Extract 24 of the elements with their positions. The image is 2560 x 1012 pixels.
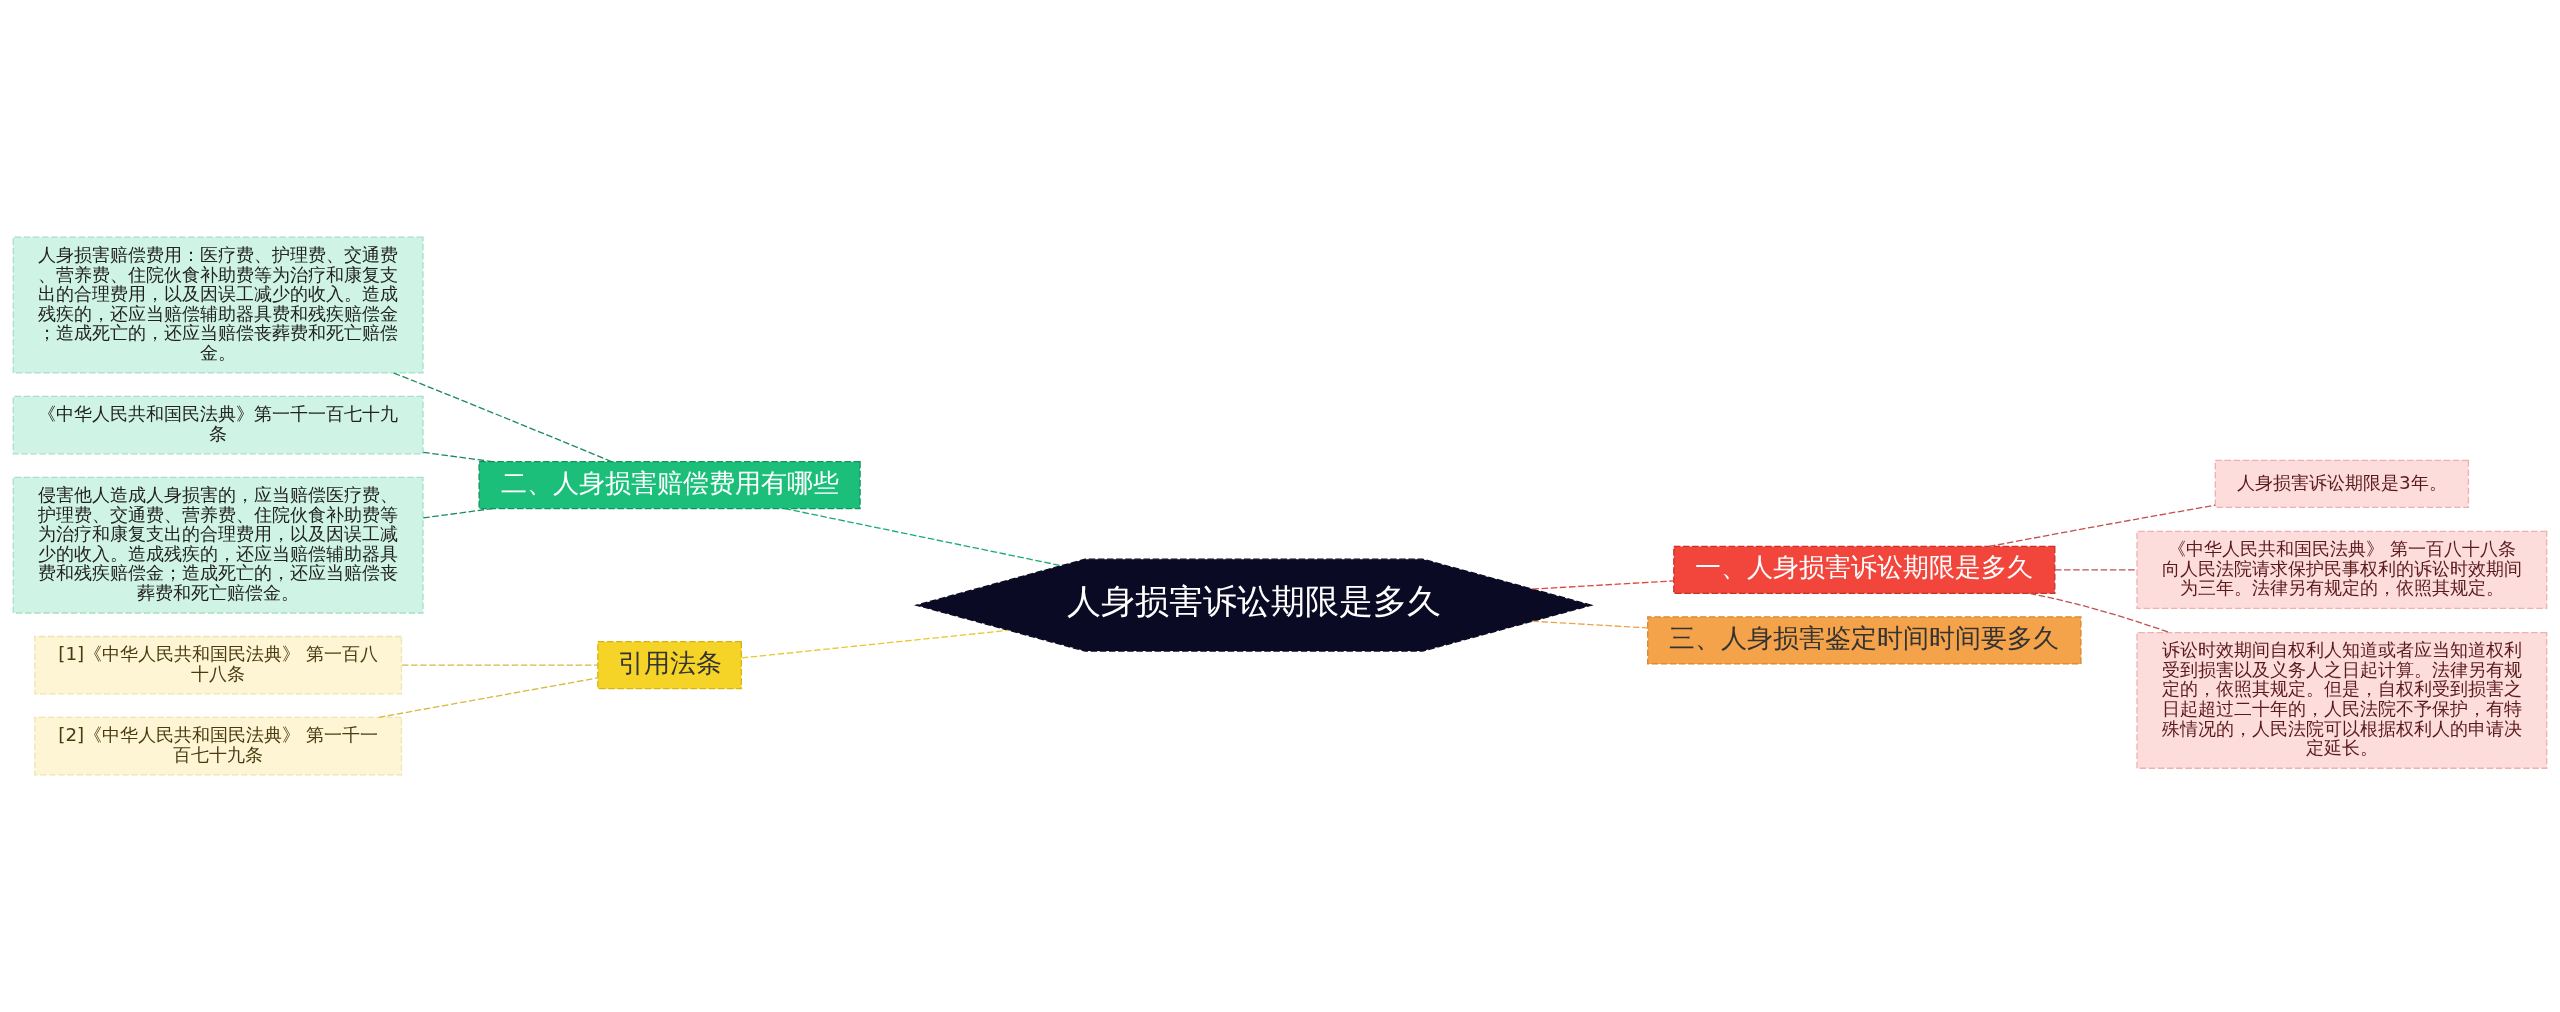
connector	[401, 664, 598, 666]
connector	[784, 507, 1062, 567]
connector	[1988, 504, 2216, 548]
connector	[741, 629, 1010, 659]
connector	[393, 372, 613, 463]
node-box: [1]《中华人民共和国民法典》 第一百八十八条	[34, 635, 403, 695]
node-box: [2]《中华人民共和国民法典》 第一千一百七十九条	[34, 716, 403, 776]
node-box: 人身损害诉讼期限是3年。	[2214, 459, 2470, 508]
connector	[2054, 569, 2138, 571]
connector	[2029, 592, 2171, 634]
node-box: 人身损害赔偿费用：医疗费、护理费、交通费、营养费、住院伙食补助费等为治疗和康复支出的合理费用，以及因误工减少的收入。造成残疾的，还应当赔偿辅助器具费和残疾赔偿金；造成死亡的，还应当赔偿丧葬费和死亡赔偿金。	[12, 236, 424, 374]
node-box: 诉讼时效期间自权利人知道或者应当知道权利受到损害以及义务人之日起计算。法律另有规定的，依照其规定。但是，自权利受到损害之日起超过二十年的，人民法院不予保护，有特殊情况的，人民法院可以根据权利人的申请决定延长。	[2136, 631, 2548, 769]
node-box: 二、人身损害赔偿费用有哪些	[478, 461, 861, 510]
node-box: 《中华人民共和国民法典》第一千一百七十九条	[12, 395, 424, 455]
node-box: 一、人身损害诉讼期限是多久	[1673, 545, 2056, 595]
connector	[1531, 580, 1675, 590]
node-box: 引用法条	[597, 641, 742, 690]
node-box: 三、人身损害鉴定时间时间要多久	[1647, 616, 2082, 665]
connector	[422, 507, 494, 519]
connector	[422, 451, 494, 463]
node-box: 《中华人民共和国民法典》 第一百八十八条向人民法院请求保护民事权利的诉讼时效期间为三年。法律另有规定的，依照其规定。	[2136, 530, 2548, 610]
connector	[378, 677, 599, 718]
connector	[1531, 620, 1649, 629]
node-box: 侵害他人造成人身损害的，应当赔偿医疗费、护理费、交通费、营养费、住院伙食补助费等为治疗和康复支出的合理费用，以及因误工减少的收入。造成残疾的，还应当赔偿辅助器具费和残疾赔偿金；造成死亡的，还应当赔偿丧葬费和死亡赔偿金。	[12, 476, 424, 614]
